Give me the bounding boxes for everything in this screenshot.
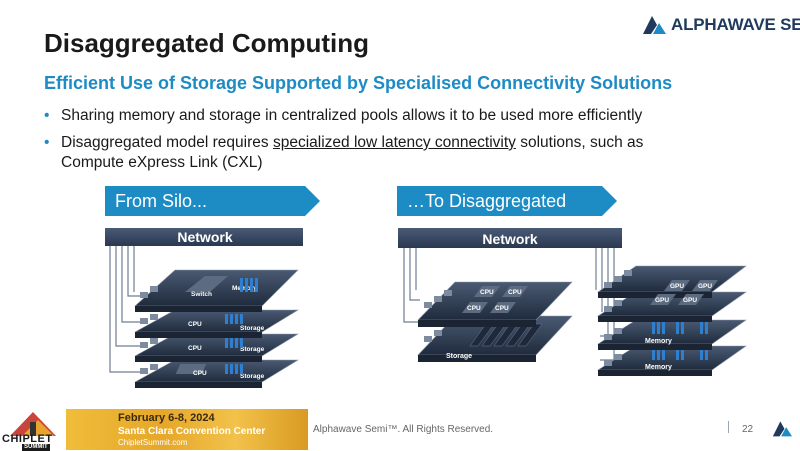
cpu-chip-3-label: CPU — [467, 305, 481, 312]
left-diagram: Network CPU Storage CPU Storage — [105, 228, 303, 388]
memory-label-2: Memory — [645, 364, 672, 371]
bullet-2-text: Disaggregated model requires specialized… — [61, 133, 741, 173]
bullet-dot: • — [44, 134, 50, 151]
chiplet-summit-mark-icon — [10, 412, 56, 436]
left-layer-1-left-label: Switch — [191, 291, 212, 298]
cpu-chip-1-label: CPU — [480, 289, 494, 296]
storage-label: Storage — [446, 353, 472, 360]
left-layer-2: CPU Storage — [134, 309, 300, 338]
left-cables — [109, 246, 140, 373]
banner-left-arrow — [105, 186, 320, 216]
left-network-label: Network — [177, 229, 232, 245]
left-layer-4-right-label: Storage — [240, 373, 265, 380]
page-number-divider — [728, 421, 729, 433]
chiplet-word: CHIPLET — [2, 433, 53, 445]
cpu-chips — [462, 286, 528, 313]
event-banner: February 6-8, 2024 Santa Clara Conventio… — [66, 409, 308, 450]
left-layer-4-left-label: CPU — [193, 370, 207, 377]
left-layer-1-right-label: Memory — [232, 285, 257, 292]
brand-name: ALPHAWAVE SEMI — [671, 15, 800, 34]
right-network-bar — [398, 228, 622, 248]
gpu-chip-3-label: GPU — [655, 297, 669, 304]
slide-subtitle: Efficient Use of Storage Supported by Sp… — [44, 73, 673, 93]
left-layer-3-right-label: Storage — [240, 346, 265, 353]
event-dates: February 6-8, 2024 — [118, 412, 215, 424]
bullet-2-post: solutions, such as — [515, 134, 644, 151]
gpu-chip-1-label: GPU — [670, 283, 684, 290]
left-layer-3: CPU Storage — [134, 333, 300, 362]
gpu-chips — [650, 280, 718, 305]
right-diagram: Network Storage — [398, 228, 747, 376]
bullet-2-line2: Compute eXpress Link (CXL) — [61, 154, 263, 171]
alphawave-footer-mark-icon — [772, 421, 792, 437]
bullet-1-text: Sharing memory and storage in centralize… — [61, 107, 643, 124]
event-venue: Santa Clara Convention Center — [118, 426, 266, 437]
right-network-label: Network — [482, 231, 537, 247]
gpu-chip-4-label: GPU — [683, 297, 697, 304]
cpu-stack: Storage CPU CPU CPU CPU — [417, 281, 573, 362]
left-connectors — [140, 286, 158, 374]
event-site: ChipletSummit.com — [118, 438, 188, 447]
cpu-chip-2-label: CPU — [508, 289, 522, 296]
copyright-text: Alphawave Semi™. All Rights Reserved. — [313, 424, 494, 435]
summit-word: SUMMIT — [22, 444, 50, 451]
slide-title: Disaggregated Computing — [44, 28, 370, 58]
banner-right-arrow — [397, 186, 617, 216]
bullet-2-pre: Disaggregated model requires — [61, 134, 273, 151]
left-layer-2-right-label: Storage — [240, 325, 265, 332]
banner-from-silo: From Silo... — [115, 191, 208, 211]
bullet-dot: • — [44, 107, 50, 124]
page-number: 22 — [742, 424, 754, 435]
bullet-2-underlined: specialized low latency connectivity — [272, 134, 516, 151]
left-network-bar — [105, 228, 303, 246]
banner-to-disaggregated: …To Disaggregated — [407, 191, 567, 211]
left-layer-4: CPU Storage — [134, 359, 300, 388]
alphawave-logo: ALPHAWAVE SEMI — [641, 12, 800, 38]
memory-label-1: Memory — [645, 338, 672, 345]
gpu-stack: Memory Memory GPU GPU GPU GPU — [596, 265, 747, 376]
cpu-chip-4-label: CPU — [495, 305, 509, 312]
left-layer-1: Switch Memory — [134, 269, 299, 312]
chiplet-summit-logo: CHIPLET SUMMIT — [0, 408, 66, 451]
cpu-stack-connectors — [424, 290, 452, 342]
gpu-stack-connectors — [604, 270, 632, 366]
left-layer-3-left-label: CPU — [188, 345, 202, 352]
gpu-chip-2-label: GPU — [698, 283, 712, 290]
alphawave-mark-icon — [643, 16, 666, 34]
left-layer-2-left-label: CPU — [188, 321, 202, 328]
